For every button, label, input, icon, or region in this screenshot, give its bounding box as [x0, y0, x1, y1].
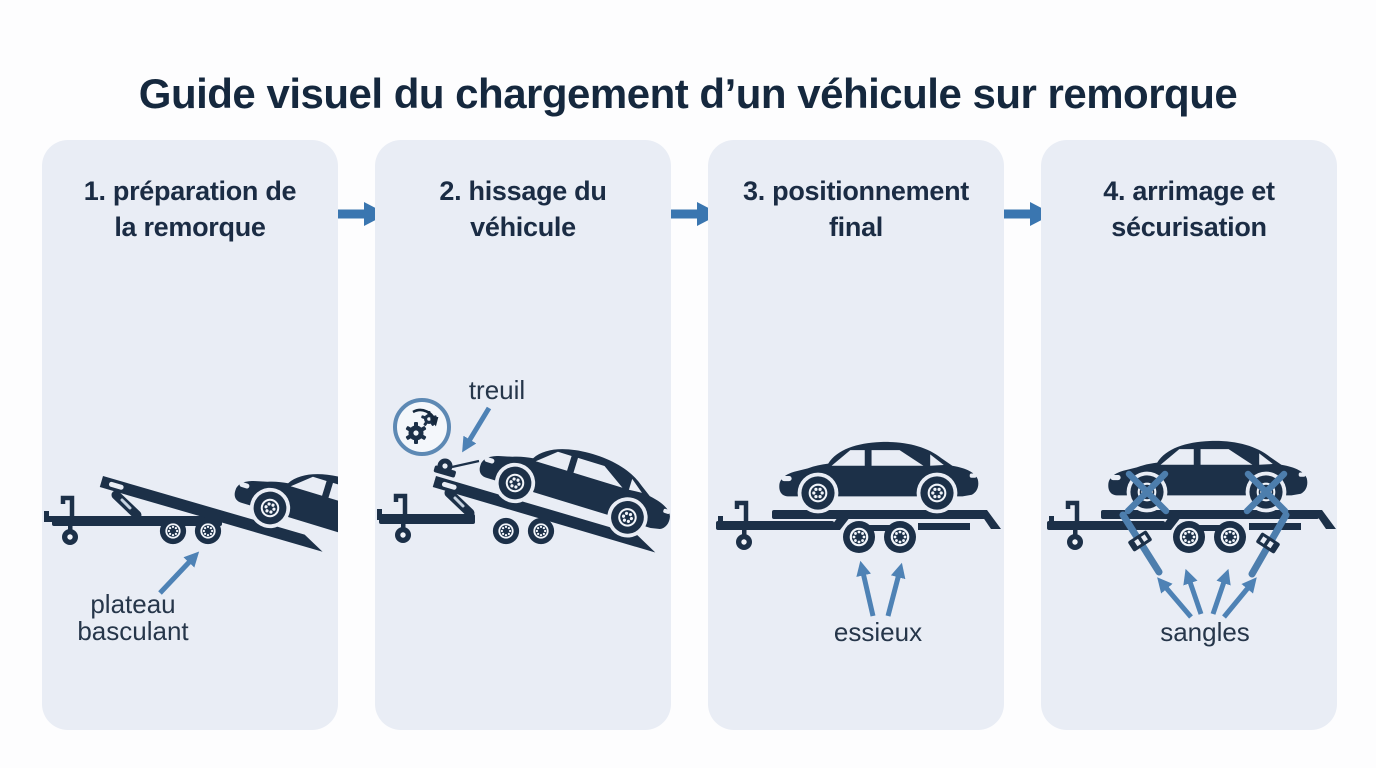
- step-4-title: 4. arrimage et sécurisation: [1068, 174, 1310, 245]
- callout-plateau-line1: plateau: [90, 589, 175, 619]
- positioning-illustration: essieux: [708, 441, 1001, 647]
- trailer-frame: [44, 476, 326, 552]
- winch-cable: [451, 459, 480, 469]
- trailer-frame: [716, 503, 1001, 553]
- callout-arrow: [856, 560, 876, 617]
- callout-treuil: treuil: [469, 375, 525, 405]
- step-panel-4: 4. arrimage et sécurisation: [1041, 140, 1337, 730]
- step-4-title-line2: sécurisation: [1111, 211, 1267, 242]
- step-3-title: 3. positionnement final: [735, 174, 977, 245]
- tilting-trailer-illustration: plateau basculant: [42, 448, 338, 646]
- ratchet-buckle: [1256, 532, 1280, 554]
- callout-arrows: [1157, 568, 1257, 619]
- trailer-wheel: [884, 521, 916, 553]
- side-strap-left: [1119, 511, 1163, 576]
- trailer-wheel: [194, 517, 222, 545]
- step-4-title-line1: 4. arrimage et: [1103, 176, 1275, 206]
- ramp-lip: [978, 510, 1001, 529]
- trailer-frame: [377, 476, 659, 553]
- callout-arrow: [158, 551, 200, 595]
- step-3-title-line1: 3. positionnement: [743, 176, 969, 206]
- rotation-arrow-icon: [412, 408, 439, 427]
- step-panel-3: 3. positionnement final essieux: [708, 140, 1004, 730]
- trailer-wheel: [492, 517, 520, 545]
- step-1-title: 1. préparation de la remorque: [69, 174, 311, 245]
- trailer-wheel: [1214, 521, 1246, 553]
- callout-plateau-line2: basculant: [77, 616, 189, 646]
- callout-essieux: essieux: [834, 617, 922, 647]
- page-title: Guide visuel du chargement d’un véhicule…: [138, 70, 1238, 118]
- callout-arrow: [885, 562, 906, 617]
- wheel-straps: [1124, 470, 1289, 515]
- winching-illustration: treuil: [375, 375, 671, 553]
- callout-sangles: sangles: [1160, 617, 1250, 647]
- car-silhouette: [779, 441, 979, 514]
- trailer-wheel: [159, 517, 187, 545]
- car-silhouette: [227, 448, 338, 574]
- step-3-title-line2: final: [828, 211, 883, 242]
- strapping-illustration: sangles: [1041, 440, 1336, 647]
- callout-arrow: [462, 406, 492, 453]
- ratchet-buckle: [1128, 530, 1152, 552]
- step-1-title-line1: 1. préparation de: [83, 176, 297, 206]
- step-1-title-line2: la remorque: [114, 211, 266, 242]
- trailer-wheel: [1173, 521, 1205, 553]
- trailer-platform: [772, 510, 986, 519]
- step-2-title: 2. hissage du véhicule: [402, 174, 644, 245]
- trailer-wheel: [527, 517, 555, 545]
- winch-drum: [433, 458, 456, 478]
- side-strap-right: [1248, 511, 1290, 578]
- step-2-title-line1: 2. hissage du: [439, 176, 607, 206]
- step-panel-1: 1. préparation de la remorque plateau ba…: [42, 140, 338, 730]
- trailer-wheel: [843, 521, 875, 553]
- step-2-title-line2: véhicule: [470, 211, 576, 242]
- step-panel-2: 2. hissage du véhicule: [375, 140, 671, 730]
- trailer-frame: [1047, 503, 1336, 553]
- winch-gear-icon: [393, 398, 451, 456]
- ramp-lip: [1313, 510, 1336, 529]
